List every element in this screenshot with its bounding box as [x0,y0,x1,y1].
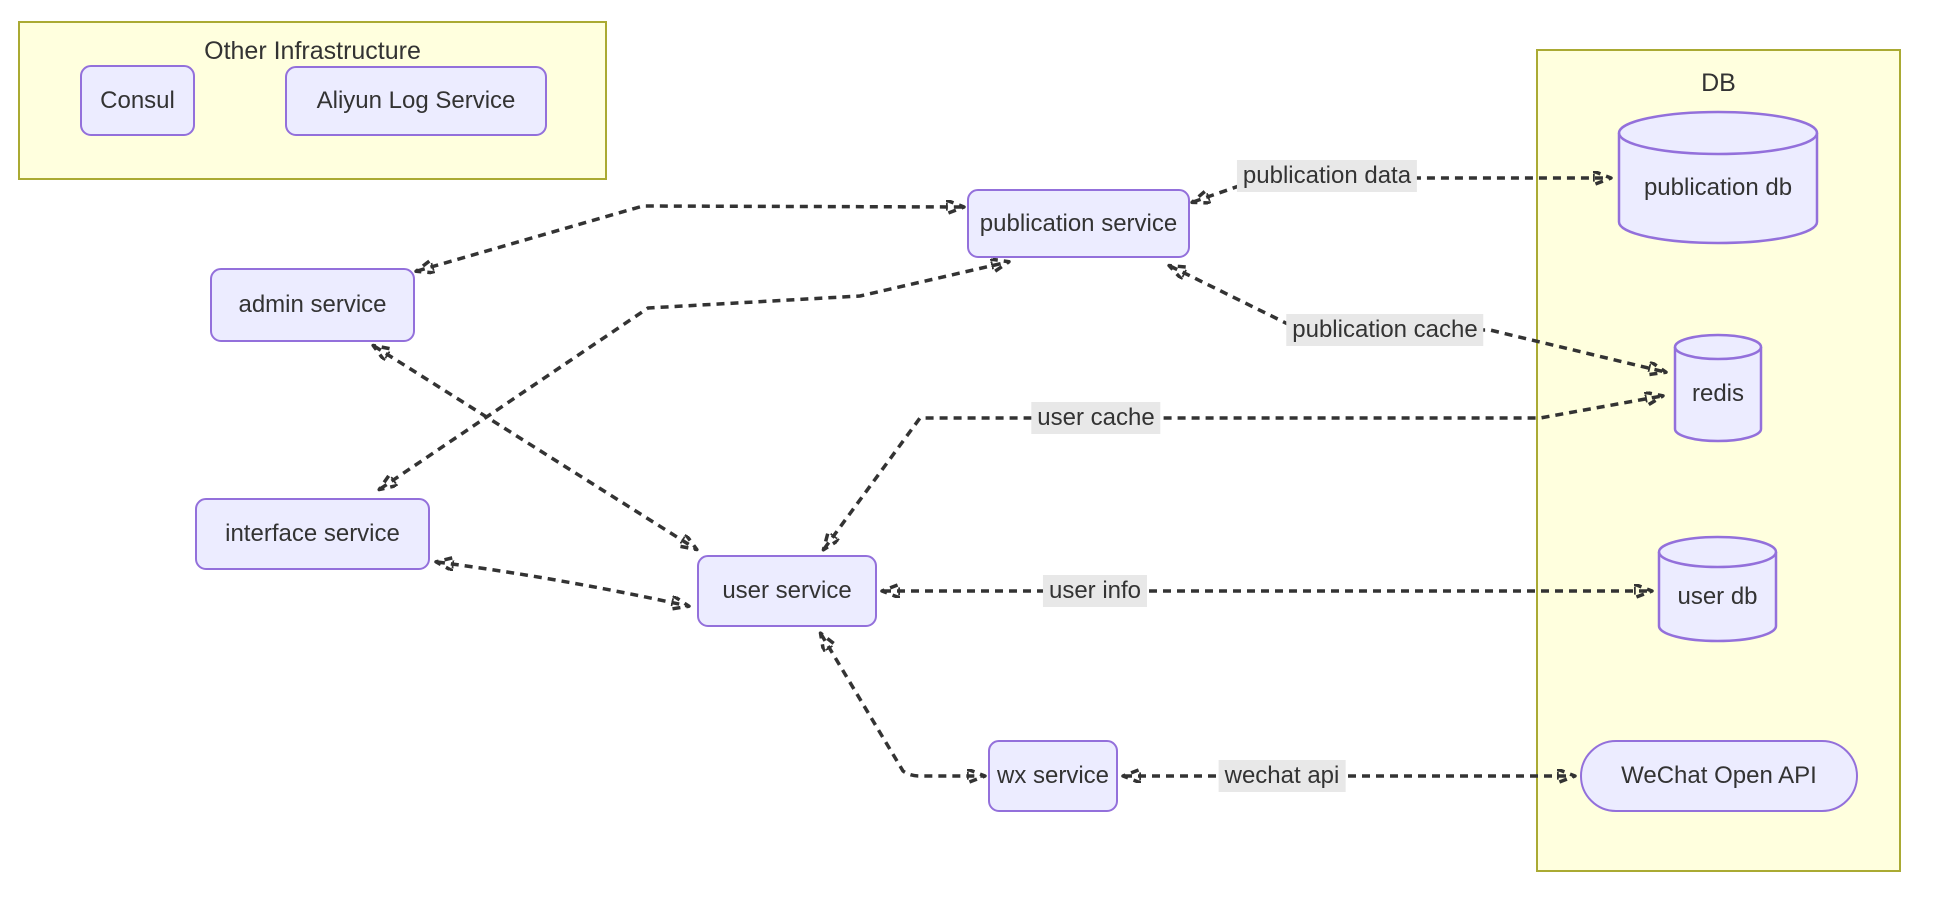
edge-label-user-info: user info [1042,575,1148,607]
node-redis: redis [1673,333,1763,443]
node-wx-service-label: wx service [996,762,1110,789]
node-user-service-label: user service [722,577,852,604]
edge-user-redis [824,396,1662,549]
edge-label-publication-cache: publication cache [1286,314,1484,346]
node-aliyun-log-service-label: Aliyun Log Service [316,87,516,114]
node-publication-service-label: publication service [979,209,1178,237]
node-interface-service: interface service [195,498,430,570]
node-publication-service: publication service [967,189,1190,258]
edge-user-wx [821,634,984,776]
node-redis-label: redis [1691,380,1745,407]
node-publication-db-label: publication db [1643,173,1793,201]
edge-interface-user [437,562,688,606]
node-user-db: user db [1657,535,1778,643]
node-user-service: user service [697,555,877,627]
edge-label-wechat-api: wechat api [1218,760,1346,792]
node-consul: Consul [80,65,195,136]
cluster-db-title: DB [1701,69,1736,97]
edge-label-publication-data: publication data [1236,160,1418,192]
cylinder-shape [1657,535,1778,643]
cylinder-shape [1617,110,1819,245]
edge-admin-publication [417,206,963,271]
cluster-other-infrastructure-title: Other Infrastructure [204,37,421,65]
node-admin-service-label: admin service [238,291,387,318]
node-admin-service: admin service [210,268,415,342]
node-publication-db: publication db [1617,110,1819,245]
node-user-db-label: user db [1677,583,1758,610]
node-interface-service-label: interface service [225,520,400,547]
node-consul-label: Consul [100,86,175,114]
edge-interface-publication [380,262,1008,489]
node-wechat-open-api: WeChat Open API [1580,740,1858,812]
node-wx-service: wx service [988,740,1118,812]
node-aliyun-log-service: Aliyun Log Service [285,66,547,136]
edge-label-user-cache: user cache [1031,402,1161,434]
node-wechat-open-api-label: WeChat Open API [1621,762,1817,789]
